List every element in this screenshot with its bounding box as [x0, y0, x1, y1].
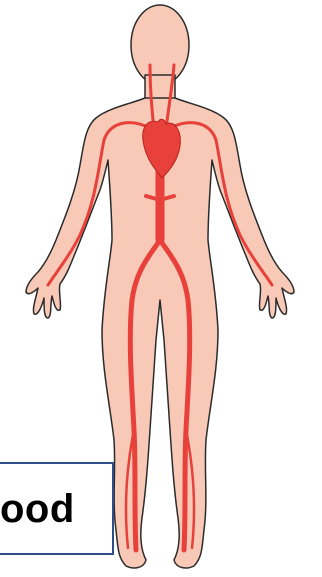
label-text: ood [0, 489, 75, 529]
head [131, 5, 189, 85]
